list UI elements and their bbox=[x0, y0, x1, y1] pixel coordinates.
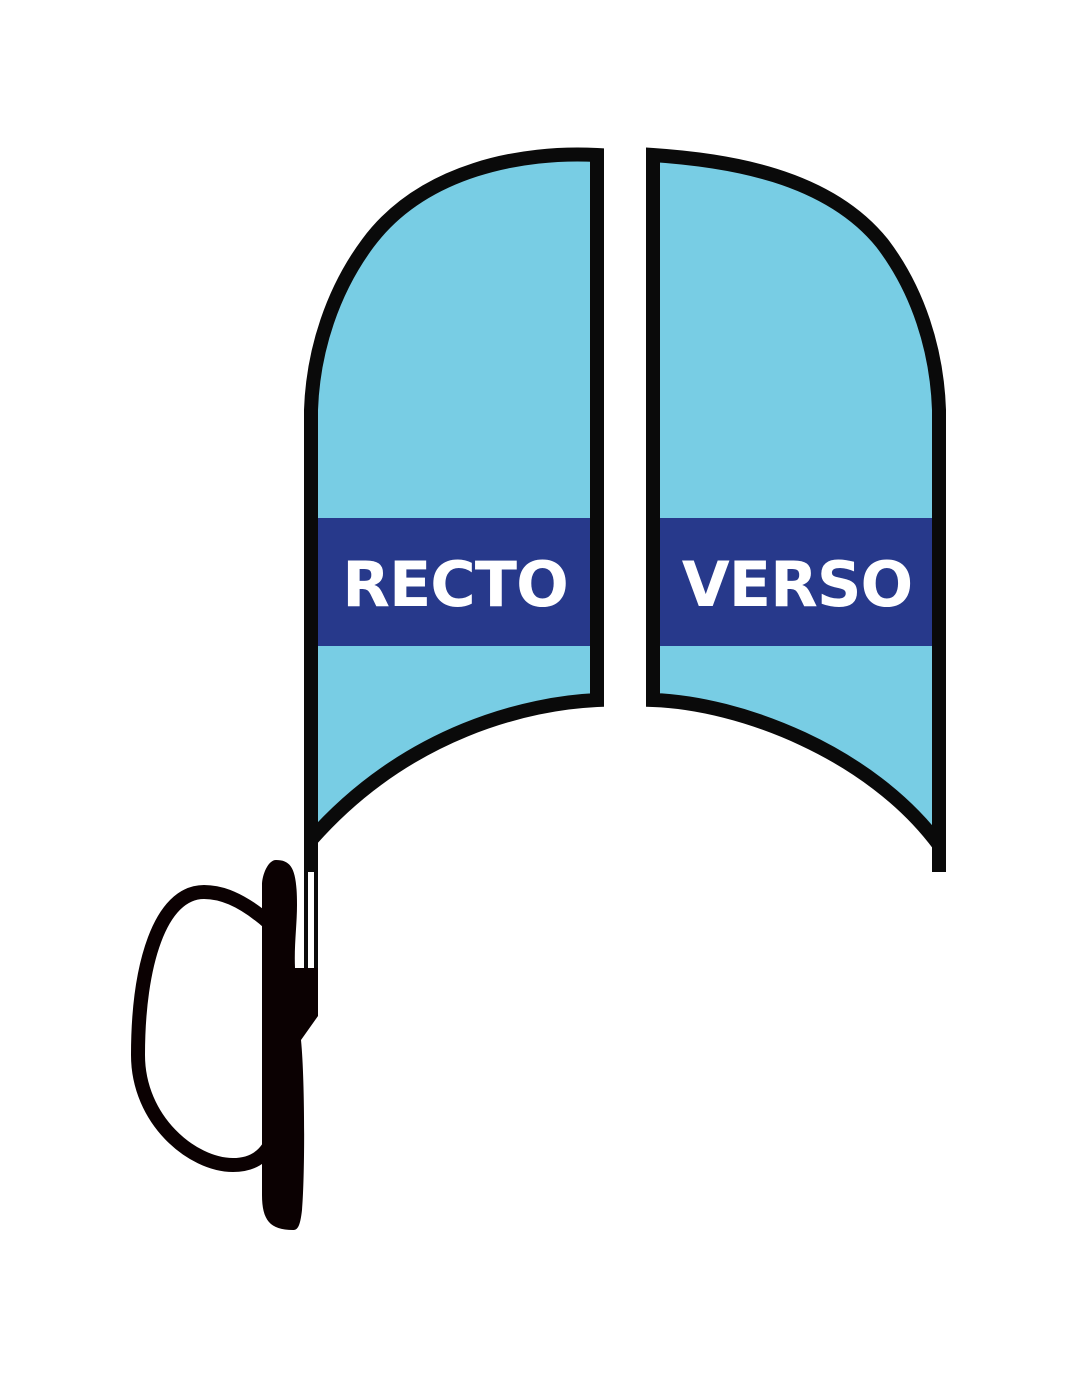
flag-pole-icon bbox=[304, 870, 318, 970]
base-loop bbox=[130, 884, 274, 1173]
verso-flag: VERSO bbox=[646, 147, 946, 872]
ground-spike-base-icon bbox=[130, 860, 318, 1230]
verso-flag-body bbox=[646, 147, 946, 872]
recto-band bbox=[318, 518, 590, 646]
recto-flag: RECTO bbox=[304, 147, 604, 872]
verso-label: VERSO bbox=[682, 548, 912, 621]
base-spike bbox=[262, 860, 318, 1230]
verso-band bbox=[660, 518, 932, 646]
recto-flag-body bbox=[304, 147, 604, 872]
recto-label: RECTO bbox=[342, 548, 568, 621]
